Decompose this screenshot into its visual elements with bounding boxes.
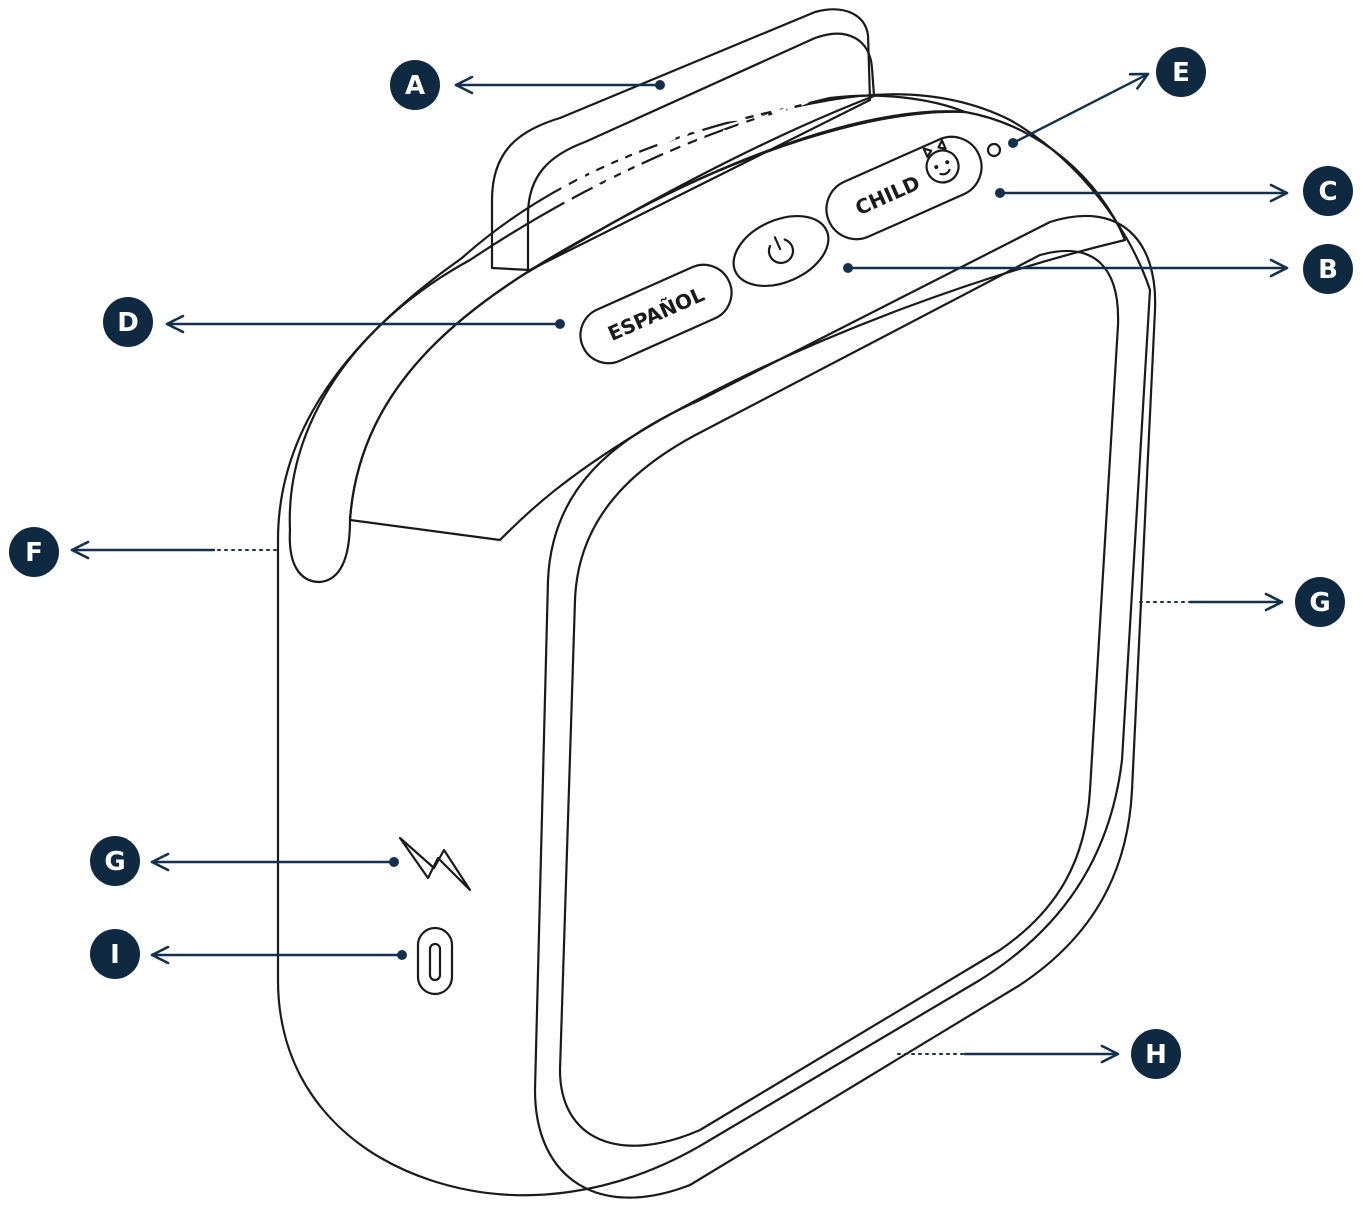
language-button[interactable]: ESPAÑOL [572,256,741,372]
svg-text:E: E [1172,58,1190,88]
top-face [348,110,1127,542]
svg-text:I: I [110,940,120,970]
child-button[interactable]: CHILD [817,127,991,249]
lightning-bolt-icon [398,836,472,892]
language-button-label: ESPAÑOL [604,282,708,346]
device-body-shell [276,93,1152,1197]
svg-text:B: B [1318,255,1338,285]
callout-i: I [90,929,407,979]
front-pad-outer [533,214,1157,1199]
front-pad-inner [558,249,1120,1147]
red-top-band [288,94,967,584]
callout-g-left: G [90,836,399,886]
pull-tab-back [490,8,872,272]
pull-tab[interactable]: Pull to Start [490,8,876,274]
svg-text:C: C [1318,177,1337,207]
status-light [986,142,1002,158]
child-button-shape [825,135,983,241]
svg-text:G: G [104,847,125,877]
power-button[interactable] [723,202,840,299]
callout-a: A [390,60,665,110]
callout-f: F [9,527,277,577]
front-pad [533,214,1157,1199]
power-button-shape [732,215,830,287]
callout-h: H [897,1029,1181,1079]
device-body [276,93,1152,1197]
language-button-shape [579,263,733,365]
pull-tab-front [526,32,876,274]
callout-d: D [103,297,565,347]
callout-g-right: G [1139,577,1345,627]
baby-face-icon [922,139,960,184]
svg-text:H: H [1145,1040,1167,1070]
child-button-label: CHILD [852,170,924,220]
usb-port-icon[interactable] [416,926,454,996]
svg-text:A: A [405,71,425,101]
callout-b: B [843,244,1353,294]
svg-text:D: D [117,308,139,338]
callout-c: C [995,166,1353,216]
power-icon [767,236,795,265]
callout-e: E [1008,47,1206,148]
svg-text:F: F [25,538,43,568]
svg-text:G: G [1309,588,1330,618]
